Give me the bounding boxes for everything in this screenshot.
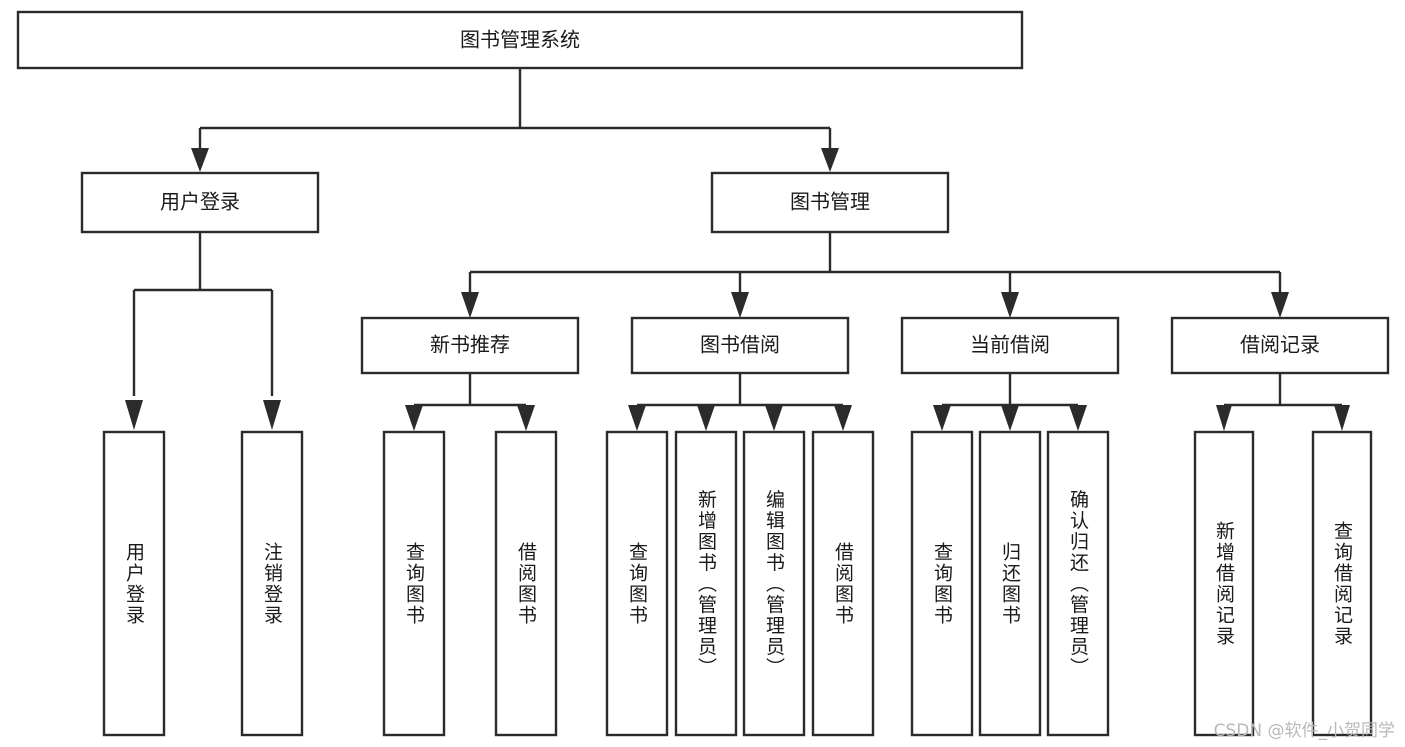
node-book-borrow-label: 图书借阅 bbox=[700, 333, 780, 357]
leaf-newbook-borrow-label: 借阅图书 bbox=[515, 542, 537, 626]
leaf-newbook-query[interactable]: 查询图书 bbox=[382, 430, 446, 737]
leaf-borrow-borrow-label: 借阅图书 bbox=[832, 542, 854, 626]
leaf-record-query-box[interactable] bbox=[1311, 430, 1373, 737]
leaf-borrow-query-box[interactable] bbox=[605, 430, 669, 737]
node-user-login-label: 用户登录 bbox=[160, 190, 240, 214]
node-book-management-label: 图书管理 bbox=[790, 190, 870, 214]
arrow-record-leaf-1 bbox=[1216, 405, 1232, 431]
node-current-borrow-box[interactable] bbox=[900, 316, 1120, 375]
arrow-login-leaf-1 bbox=[125, 400, 143, 430]
node-root-system[interactable]: 图书管理系统 bbox=[16, 10, 1024, 70]
leaf-borrow-query[interactable]: 查询图书 bbox=[605, 430, 669, 737]
leaf-borrow-add-box[interactable] bbox=[674, 430, 738, 737]
leaf-current-query[interactable]: 查询图书 bbox=[910, 430, 974, 737]
arrow-borrow-leaf-3 bbox=[765, 405, 783, 431]
node-borrow-record[interactable]: 借阅记录 bbox=[1170, 316, 1390, 375]
leaf-borrow-edit-box[interactable] bbox=[742, 430, 806, 737]
leaf-current-query-label: 查询图书 bbox=[931, 542, 953, 626]
leaf-newbook-borrow-box[interactable] bbox=[494, 430, 558, 737]
node-borrow-record-label: 借阅记录 bbox=[1240, 333, 1320, 357]
arrow-borrow-leaf-2 bbox=[697, 405, 715, 431]
arrow-current-leaf-2 bbox=[1001, 405, 1019, 431]
leaf-user-login-login[interactable]: 用户登录 bbox=[102, 430, 166, 737]
arrow-current-leaf-1 bbox=[933, 405, 951, 431]
arrow-record-leaf-2 bbox=[1334, 405, 1350, 431]
arrow-root-to-login bbox=[191, 148, 209, 172]
leaf-newbook-query-label: 查询图书 bbox=[403, 542, 425, 626]
arrow-borrow-leaf-4 bbox=[834, 405, 852, 431]
leaf-record-query-label: 查询借阅记录 bbox=[1331, 521, 1353, 647]
leaf-borrow-borrow[interactable]: 借阅图书 bbox=[811, 430, 875, 737]
leaf-current-query-box[interactable] bbox=[910, 430, 974, 737]
leaf-borrow-add-label: 新增图书（管理员） bbox=[695, 489, 717, 678]
leaf-current-return-label: 归还图书 bbox=[999, 542, 1021, 626]
node-current-borrow[interactable]: 当前借阅 bbox=[900, 316, 1120, 375]
leaf-newbook-borrow[interactable]: 借阅图书 bbox=[494, 430, 558, 737]
leaf-current-return[interactable]: 归还图书 bbox=[978, 430, 1042, 737]
node-root-system-box[interactable] bbox=[16, 10, 1024, 70]
node-book-management[interactable]: 图书管理 bbox=[710, 171, 950, 234]
arrow-bookmgmt-to-current bbox=[1001, 292, 1019, 318]
arrow-bookmgmt-to-record bbox=[1271, 292, 1289, 318]
arrow-newbook-leaf-2 bbox=[517, 405, 535, 431]
leaf-record-add-label: 新增借阅记录 bbox=[1213, 521, 1235, 647]
leaf-newbook-query-box[interactable] bbox=[382, 430, 446, 737]
leaf-record-add-box[interactable] bbox=[1193, 430, 1255, 737]
leaf-user-login-login-label: 用户登录 bbox=[123, 542, 145, 626]
node-user-login-box[interactable] bbox=[80, 171, 320, 234]
node-root-system-label: 图书管理系统 bbox=[460, 28, 580, 52]
leaf-borrow-edit[interactable]: 编辑图书（管理员） bbox=[742, 430, 806, 737]
leaf-current-return-box[interactable] bbox=[978, 430, 1042, 737]
arrow-borrow-leaf-1 bbox=[628, 405, 646, 431]
leaf-current-confirm-return-box[interactable] bbox=[1046, 430, 1110, 737]
leaf-record-query[interactable]: 查询借阅记录 bbox=[1311, 430, 1373, 737]
leaf-current-confirm-return[interactable]: 确认归还（管理员） bbox=[1046, 430, 1110, 737]
leaf-user-login-logout[interactable]: 注销登录 bbox=[240, 430, 304, 737]
arrow-login-leaf-2 bbox=[263, 400, 281, 430]
leaf-user-login-logout-label: 注销登录 bbox=[261, 542, 283, 626]
arrow-bookmgmt-to-borrow bbox=[731, 292, 749, 318]
leaf-borrow-borrow-box[interactable] bbox=[811, 430, 875, 737]
node-book-borrow[interactable]: 图书借阅 bbox=[630, 316, 850, 375]
leaf-borrow-add[interactable]: 新增图书（管理员） bbox=[674, 430, 738, 737]
node-book-management-box[interactable] bbox=[710, 171, 950, 234]
arrow-bookmgmt-to-newbook bbox=[461, 292, 479, 318]
node-layer: 图书管理系统 用户登录 图书管理 新书推荐 图书借阅 bbox=[16, 10, 1390, 737]
leaf-borrow-query-label: 查询图书 bbox=[626, 542, 648, 626]
edge-layer bbox=[125, 68, 1350, 431]
leaf-record-add[interactable]: 新增借阅记录 bbox=[1193, 430, 1255, 737]
node-new-book-recommend-box[interactable] bbox=[360, 316, 580, 375]
node-book-borrow-box[interactable] bbox=[630, 316, 850, 375]
leaf-borrow-edit-label: 编辑图书（管理员） bbox=[763, 489, 785, 678]
arrow-newbook-leaf-1 bbox=[405, 405, 423, 431]
node-new-book-recommend[interactable]: 新书推荐 bbox=[360, 316, 580, 375]
arrow-root-to-bookmgmt bbox=[821, 148, 839, 172]
arrow-current-leaf-3 bbox=[1069, 405, 1087, 431]
leaf-user-login-logout-box[interactable] bbox=[240, 430, 304, 737]
node-new-book-recommend-label: 新书推荐 bbox=[430, 333, 510, 357]
leaf-current-confirm-return-label: 确认归还（管理员） bbox=[1067, 489, 1089, 678]
node-current-borrow-label: 当前借阅 bbox=[970, 333, 1050, 357]
node-borrow-record-box[interactable] bbox=[1170, 316, 1390, 375]
node-user-login[interactable]: 用户登录 bbox=[80, 171, 320, 234]
leaf-user-login-login-box[interactable] bbox=[102, 430, 166, 737]
